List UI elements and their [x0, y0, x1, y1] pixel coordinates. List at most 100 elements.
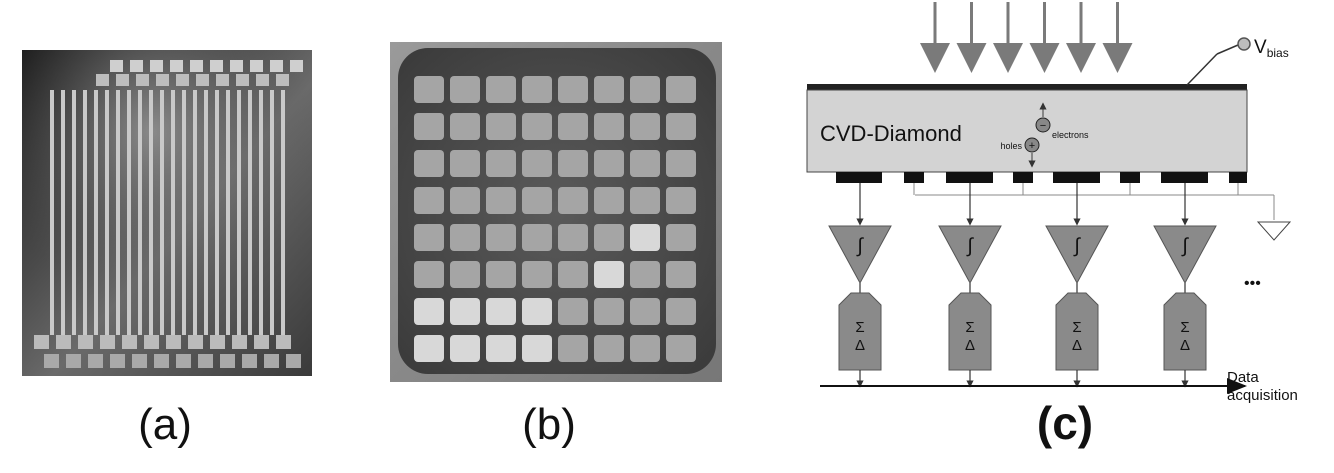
pixel-pad: [414, 187, 444, 214]
readout-pad-electrode: [946, 172, 993, 183]
pixel-pad: [594, 224, 624, 251]
readout-channels: ∫ΣΔ∫ΣΔ∫ΣΔ∫ΣΔ: [828, 183, 1217, 388]
pixel-pad: [666, 187, 696, 214]
pixel-pad: [414, 261, 444, 288]
top-bond-pad: [230, 60, 243, 72]
bottom-bond-pad: [132, 354, 147, 368]
pixel-pad: [666, 298, 696, 325]
panel-c-label: (c): [1036, 397, 1094, 449]
top-bond-pad: [170, 60, 183, 72]
top-bond-pad: [256, 74, 269, 86]
strip: [50, 90, 54, 335]
panel-b-pixel-detector-photo: [390, 42, 722, 382]
top-bond-pad: [190, 60, 203, 72]
bottom-bond-pad: [220, 354, 235, 368]
integrator-amplifier: [938, 225, 1002, 285]
strip: [83, 90, 87, 335]
bottom-bond-pad: [210, 335, 225, 349]
readout-channel: ∫ΣΔ: [938, 183, 1002, 388]
pixel-pad: [450, 224, 480, 251]
pixel-pad: [558, 335, 588, 362]
readout-schematic: Vbias CVD-Diamond − electrons + holes ∫Σ…: [806, 2, 1298, 404]
pixel-pad: [630, 224, 660, 251]
top-bias-electrode: [807, 84, 1247, 90]
pixel-pad: [522, 261, 552, 288]
adc-sigma-symbol: Σ: [1072, 319, 1081, 336]
pixel-pad: [486, 224, 516, 251]
pixel-pad: [630, 76, 660, 103]
bottom-bond-pad: [144, 335, 159, 349]
bias-wire-2: [1216, 44, 1239, 55]
sigma-delta-adc: [838, 292, 882, 371]
top-bond-pad: [96, 74, 109, 86]
sigma-delta-adc: [948, 292, 992, 371]
pixel-pad: [450, 113, 480, 140]
pixel-pad: [558, 113, 588, 140]
pixel-pad: [450, 335, 480, 362]
pixel-pad: [630, 150, 660, 177]
pixel-pad: [414, 224, 444, 251]
readout-pad-electrode: [1161, 172, 1208, 183]
data-label-line1: Data: [1227, 369, 1259, 386]
pixel-pad: [414, 150, 444, 177]
integrator-amplifier: [1045, 225, 1109, 285]
adc-sigma-symbol: Σ: [965, 319, 974, 336]
strip: [248, 90, 252, 335]
strip: [215, 90, 219, 335]
pixel-pad: [666, 113, 696, 140]
integrator-symbol: ∫: [856, 235, 864, 257]
cvd-diamond-label: CVD-Diamond: [820, 121, 962, 146]
pixel-pad: [594, 76, 624, 103]
guard-electrode: [904, 172, 924, 183]
holes-label: holes: [1000, 141, 1022, 151]
pixel-pad: [450, 298, 480, 325]
pixel-pad: [594, 261, 624, 288]
pixel-pad: [666, 76, 696, 103]
strip: [72, 90, 76, 335]
pixel-pad: [522, 150, 552, 177]
adc-sigma-symbol: Σ: [855, 319, 864, 336]
guard-electrode: [1229, 172, 1247, 183]
pixel-pad: [630, 298, 660, 325]
pixel-pad: [486, 298, 516, 325]
panel-b-label: (b): [522, 400, 576, 449]
adc-delta-symbol: Δ: [965, 337, 975, 354]
readout-channel: ∫ΣΔ: [1045, 183, 1109, 388]
pixel-pad: [522, 335, 552, 362]
pixel-pad: [594, 298, 624, 325]
more-channels-ellipsis: •••: [1244, 275, 1261, 292]
hole-symbol: [1024, 137, 1040, 153]
electron-symbol: [1035, 117, 1051, 133]
pixel-detector-image: [390, 42, 722, 382]
pixel-pad: [522, 298, 552, 325]
guard-electrode: [1013, 172, 1033, 183]
pixel-pad: [414, 298, 444, 325]
strip: [204, 90, 208, 335]
top-bond-pad: [216, 74, 229, 86]
pixel-pad: [630, 335, 660, 362]
top-bond-pad: [290, 60, 303, 72]
bottom-bond-pad: [232, 335, 247, 349]
charge-carriers: − electrons + holes: [1000, 102, 1089, 168]
integrator-amplifier: [1153, 225, 1217, 285]
pixel-pad: [666, 335, 696, 362]
bottom-bond-pad: [34, 335, 49, 349]
strip: [138, 90, 142, 335]
bond-pads: [34, 60, 303, 368]
reflection: [22, 50, 312, 376]
integrator-symbol: ∫: [1073, 235, 1081, 257]
pixel-pad: [558, 224, 588, 251]
integrator-symbol: ∫: [1181, 235, 1189, 257]
bottom-bond-pad: [242, 354, 257, 368]
top-bond-pad: [210, 60, 223, 72]
pixel-pad: [594, 187, 624, 214]
strip: [160, 90, 164, 335]
strip: [281, 90, 285, 335]
bottom-bond-pad: [198, 354, 213, 368]
bottom-bond-pad: [264, 354, 279, 368]
pixel-pad: [450, 187, 480, 214]
top-bond-pad: [150, 60, 163, 72]
top-bond-pad: [276, 74, 289, 86]
pixel-pad: [666, 150, 696, 177]
panel-a-label: (a): [138, 400, 192, 449]
